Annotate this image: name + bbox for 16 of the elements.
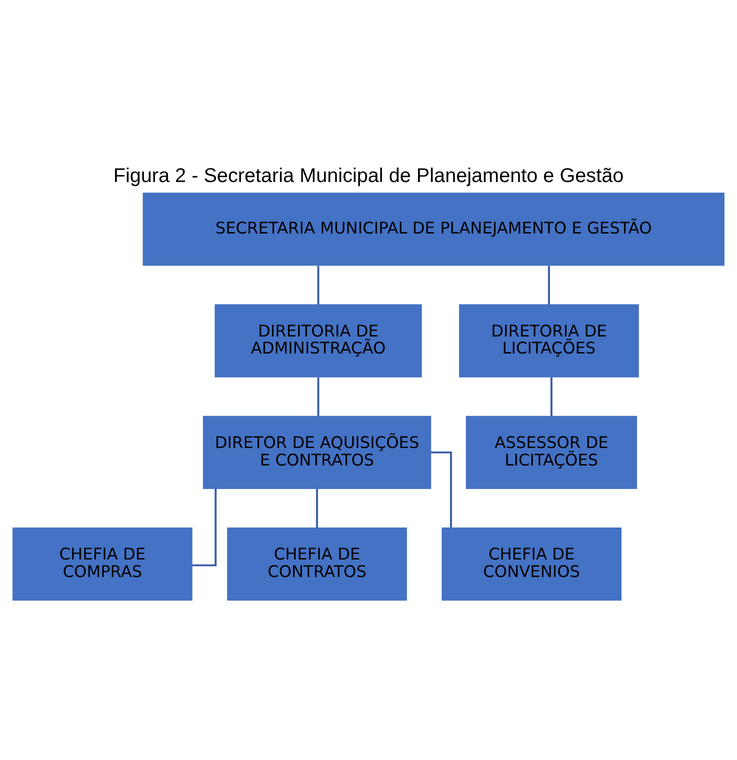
node-box: DIREITORIA DE ADMINISTRAÇÃO [214, 304, 422, 377]
node-box: DIRETOR DE AQUISIÇÕES E CONTRATOS [202, 415, 432, 489]
connector [548, 265, 550, 304]
connector [317, 265, 320, 304]
node-box: CHEFIA DE COMPRAS [12, 526, 192, 600]
node-box: CHEFIA DE CONVENIOS [442, 526, 622, 600]
node-box: ASSESSOR DE LICITAÇÕES [466, 415, 638, 489]
node-box: DIRETORIA DE LICITAÇÕES [459, 304, 639, 377]
connector [550, 376, 552, 416]
connector [430, 450, 452, 528]
node-box: CHEFIA DE CONTRATOS [227, 526, 407, 600]
node-box: SECRETARIA MUNICIPAL DE PLANEJAMENTO E GESTÃO [142, 192, 724, 266]
connector [192, 488, 217, 566]
connector [317, 376, 320, 416]
connector [316, 488, 318, 528]
diagram-title: Figura 2 - Secretaria Municipal de Planejamento e Gestão [113, 164, 624, 186]
